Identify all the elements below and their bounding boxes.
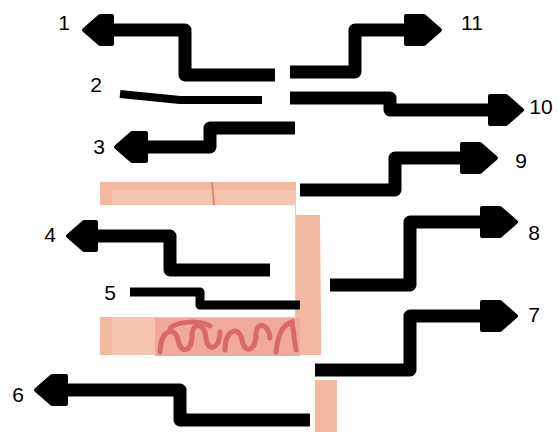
callout-number: 1	[58, 12, 70, 33]
arrowhead	[490, 96, 522, 124]
leader-line	[315, 316, 486, 370]
leader-line	[120, 94, 262, 100]
colon	[276, 322, 296, 352]
arrowhead	[482, 208, 516, 236]
arrowhead	[116, 133, 146, 161]
leader-line	[300, 158, 466, 190]
arrowhead	[406, 16, 440, 44]
leader-lines	[62, 30, 495, 420]
callout-number: 7	[528, 304, 540, 325]
leader-line	[108, 30, 275, 75]
arrowhead	[462, 144, 496, 172]
leader-line	[92, 236, 270, 270]
leader-line	[130, 292, 300, 305]
intestine-loop	[170, 322, 210, 328]
arrowhead	[84, 16, 112, 44]
callout-number: 4	[44, 224, 56, 245]
arrowhead	[36, 376, 66, 404]
leader-line	[290, 30, 410, 72]
leader-line	[290, 98, 495, 110]
callout-number: 2	[90, 74, 102, 95]
arrowhead	[68, 222, 96, 250]
callout-number: 5	[104, 282, 116, 303]
skin-crease	[212, 182, 214, 205]
leader-line	[330, 222, 486, 285]
callout-number: 11	[461, 12, 483, 33]
leader-line	[62, 390, 310, 420]
intestine-loop	[225, 325, 270, 350]
callout-number: 8	[528, 222, 540, 243]
arrowheads	[36, 16, 522, 404]
arrowhead	[482, 302, 516, 330]
intestines	[160, 322, 296, 352]
callout-number: 10	[529, 96, 552, 117]
leader-line	[142, 128, 295, 147]
torso-skin	[315, 380, 337, 432]
mask	[85, 205, 295, 317]
callout-number: 9	[515, 150, 527, 171]
callout-number: 6	[12, 384, 24, 405]
callout-number: 3	[93, 136, 105, 157]
abdomen	[155, 318, 300, 356]
